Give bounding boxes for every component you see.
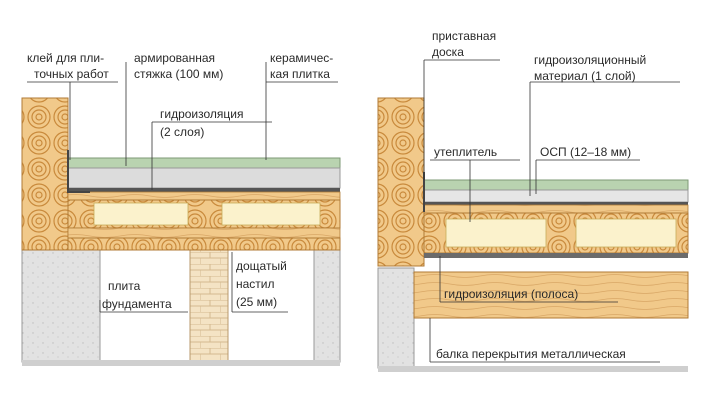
ground: [22, 360, 340, 366]
brick-pier: [189, 249, 229, 363]
beam-caps: [67, 237, 341, 251]
tile-layer: [67, 157, 341, 169]
label-insulation: утеплитель: [434, 145, 497, 159]
label-waterproof-2: (2 слоя): [160, 125, 204, 139]
label-decking-2: настил: [236, 277, 275, 291]
label-tile-1: керамичес-: [270, 51, 333, 65]
label-screed-2: стяжка (100 мм): [134, 67, 223, 81]
right-panel: приставная доска гидроизоляционный матер…: [377, 29, 689, 372]
label-tile-glue-1: клей для пли-: [27, 51, 104, 65]
ground: [378, 366, 688, 372]
left-panel: клей для пли- точных работ армированная …: [21, 51, 341, 366]
foundation-slab-right: [313, 249, 341, 363]
left-leaders: [27, 62, 338, 313]
label-board-1: приставная: [432, 29, 496, 43]
insulation-left: [93, 202, 189, 226]
insulation-left: [445, 218, 547, 248]
subfloor-boards: [67, 227, 341, 239]
label-waterproof-1: гидроизоляция: [160, 107, 243, 121]
foundation-slab-left: [21, 249, 101, 363]
log-wall: [21, 97, 69, 251]
wall-waterproof-edge: [67, 150, 90, 193]
tile-layer: [423, 179, 689, 191]
log-wall: [377, 97, 425, 267]
label-tile-glue-2: точных работ: [34, 67, 109, 81]
label-decking-1: дощатый: [236, 259, 287, 273]
foundation-slab: [377, 267, 415, 369]
label-osb: ОСП (12–18 мм): [540, 145, 631, 159]
label-slab-2: фундамента: [102, 297, 172, 311]
label-decking-3: (25 мм): [236, 295, 277, 309]
label-board-2: доска: [432, 45, 464, 59]
board-deck: [67, 191, 341, 201]
insulation-right: [221, 202, 321, 226]
board-deck: [423, 204, 689, 214]
osb-layer: [423, 189, 689, 203]
right-leaders: [423, 59, 680, 363]
insulation-right: [575, 218, 677, 248]
label-screed-1: армированная: [134, 51, 215, 65]
metal-beam: [413, 271, 689, 319]
waterproof-strip: [424, 253, 688, 258]
label-membrane-1: гидроизоляционный: [534, 53, 646, 67]
label-strip: гидроизоляция (полоса): [444, 287, 578, 301]
label-beam: балка перекрытия металлическая: [436, 347, 626, 361]
screed-layer: [67, 167, 341, 189]
label-membrane-2: материал (1 слой): [534, 69, 636, 83]
label-tile-2: кая плитка: [270, 67, 330, 81]
label-slab-1: плита: [108, 279, 141, 293]
waterproof-layer: [68, 188, 340, 192]
membrane-layer: [424, 202, 688, 205]
